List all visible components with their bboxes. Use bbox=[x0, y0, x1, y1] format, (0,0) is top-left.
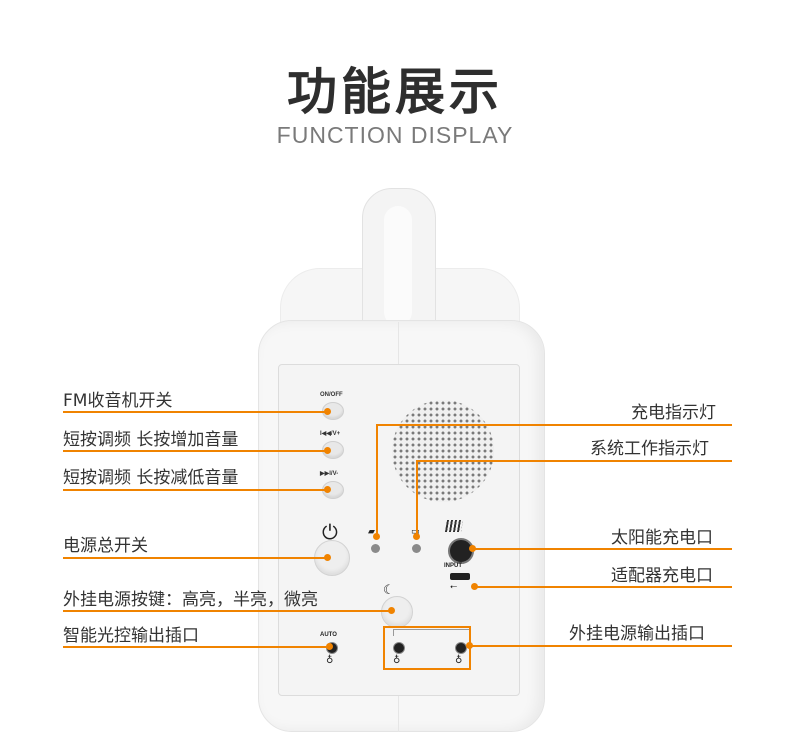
page-title: 功能展示 bbox=[287, 63, 503, 121]
input-label: INPUT bbox=[444, 563, 462, 569]
lamp-icon: ☾ bbox=[383, 583, 395, 598]
callout-external-output: 外挂电源输出插口 bbox=[569, 624, 705, 644]
auto-label: AUTO bbox=[320, 632, 337, 638]
page-subtitle: FUNCTION DISPLAY bbox=[276, 122, 514, 148]
callout-dot bbox=[326, 643, 333, 650]
speaker-grille bbox=[392, 400, 494, 502]
callout-charge-led: 充电指示灯 bbox=[631, 403, 716, 423]
system-indicator-led bbox=[412, 544, 421, 553]
bulb-icon: ♁ bbox=[326, 655, 334, 666]
callout-dot bbox=[469, 545, 476, 552]
callout-line bbox=[472, 548, 732, 550]
callout-line bbox=[63, 411, 327, 413]
bulb-icon: ♁ bbox=[455, 655, 463, 666]
callout-line bbox=[474, 586, 732, 588]
callout-dot bbox=[324, 554, 331, 561]
next-vol-down-label: ▶▶I/V- bbox=[320, 471, 339, 477]
callout-line bbox=[469, 645, 732, 647]
callout-dot bbox=[324, 447, 331, 454]
callout-external-button: 外挂电源按键：高亮，半亮，微亮 bbox=[63, 590, 318, 610]
bulb-icon: ♁ bbox=[393, 655, 401, 666]
callout-dot bbox=[413, 533, 420, 540]
callout-line bbox=[376, 424, 378, 536]
callout-dot bbox=[324, 408, 331, 415]
callout-line bbox=[63, 646, 329, 648]
callout-solar-port: 太阳能充电口 bbox=[611, 528, 713, 548]
callout-line bbox=[63, 610, 391, 612]
external-power-button[interactable] bbox=[381, 596, 413, 628]
power-icon: ⏻ bbox=[322, 520, 338, 544]
external-output-highlight bbox=[383, 626, 471, 670]
callout-line bbox=[376, 424, 732, 426]
callout-dot bbox=[373, 533, 380, 540]
callout-line bbox=[416, 460, 732, 462]
callout-adapter-port: 适配器充电口 bbox=[611, 566, 713, 586]
callout-dot bbox=[471, 583, 478, 590]
callout-dot bbox=[388, 607, 395, 614]
battery-icon: ▭ bbox=[411, 527, 420, 537]
device-handle-inner bbox=[384, 206, 412, 326]
on-off-label: ON/OFF bbox=[320, 392, 343, 398]
solar-panel-icon: ▰ bbox=[368, 527, 375, 537]
callout-main-power: 电源总开关 bbox=[63, 536, 148, 556]
usb-icon: ⭠ bbox=[450, 582, 458, 592]
external-output-port-1[interactable] bbox=[393, 642, 405, 654]
callout-system-led: 系统工作指示灯 bbox=[590, 439, 709, 459]
adapter-charging-port[interactable] bbox=[450, 573, 470, 580]
callout-line bbox=[416, 460, 418, 536]
callout-line bbox=[63, 450, 327, 452]
callout-vol-up: 短按调频 长按增加音量 bbox=[63, 430, 239, 450]
callout-vol-down: 短按调频 长按减低音量 bbox=[63, 468, 239, 488]
callout-line bbox=[63, 557, 327, 559]
prev-vol-up-label: I◀◀/V+ bbox=[320, 431, 341, 437]
callout-dot bbox=[466, 642, 473, 649]
charge-indicator-led bbox=[371, 544, 380, 553]
callout-smart-light: 智能光控输出插口 bbox=[63, 626, 199, 646]
callout-dot bbox=[324, 486, 331, 493]
solar-panel-icon bbox=[444, 520, 464, 532]
callout-line bbox=[63, 489, 327, 491]
callout-fm-switch: FM收音机开关 bbox=[63, 391, 173, 411]
